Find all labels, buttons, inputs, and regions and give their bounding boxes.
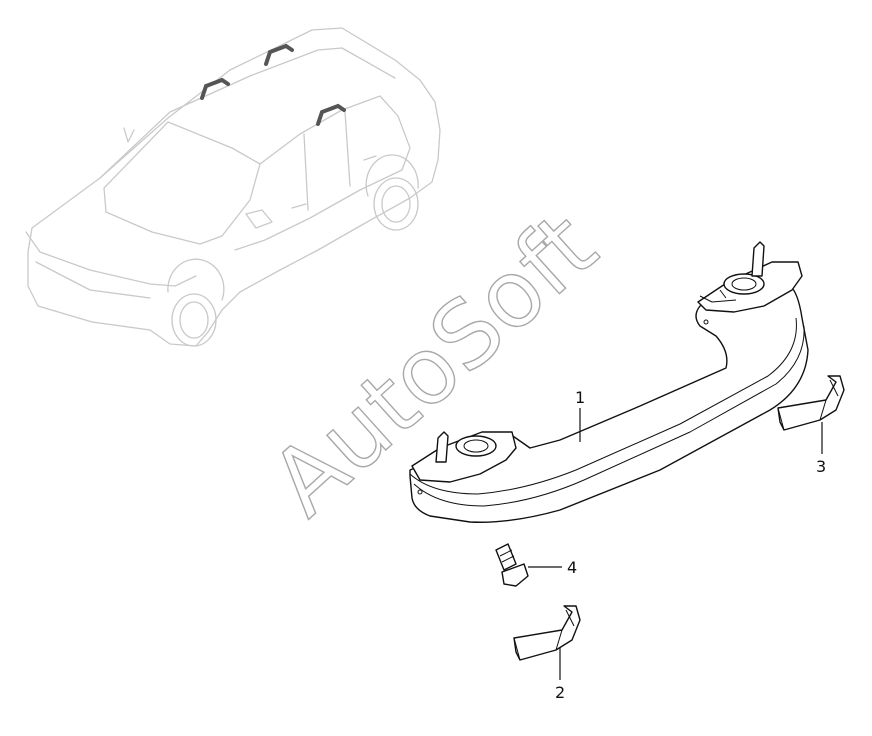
screw-part-4 <box>495 543 529 587</box>
callout-1: 1 <box>575 388 585 407</box>
cover-part-3 <box>777 375 845 431</box>
vehicle-overview <box>25 27 441 347</box>
callout-4: 4 <box>567 558 577 577</box>
roof-handle-marker <box>264 43 294 66</box>
roof-handle-marker <box>316 103 346 126</box>
callout-2: 2 <box>555 683 565 702</box>
roof-handle-marker <box>200 77 230 100</box>
grab-handle-part <box>409 241 809 523</box>
cover-part-2 <box>513 605 581 661</box>
callout-3: 3 <box>816 457 826 476</box>
